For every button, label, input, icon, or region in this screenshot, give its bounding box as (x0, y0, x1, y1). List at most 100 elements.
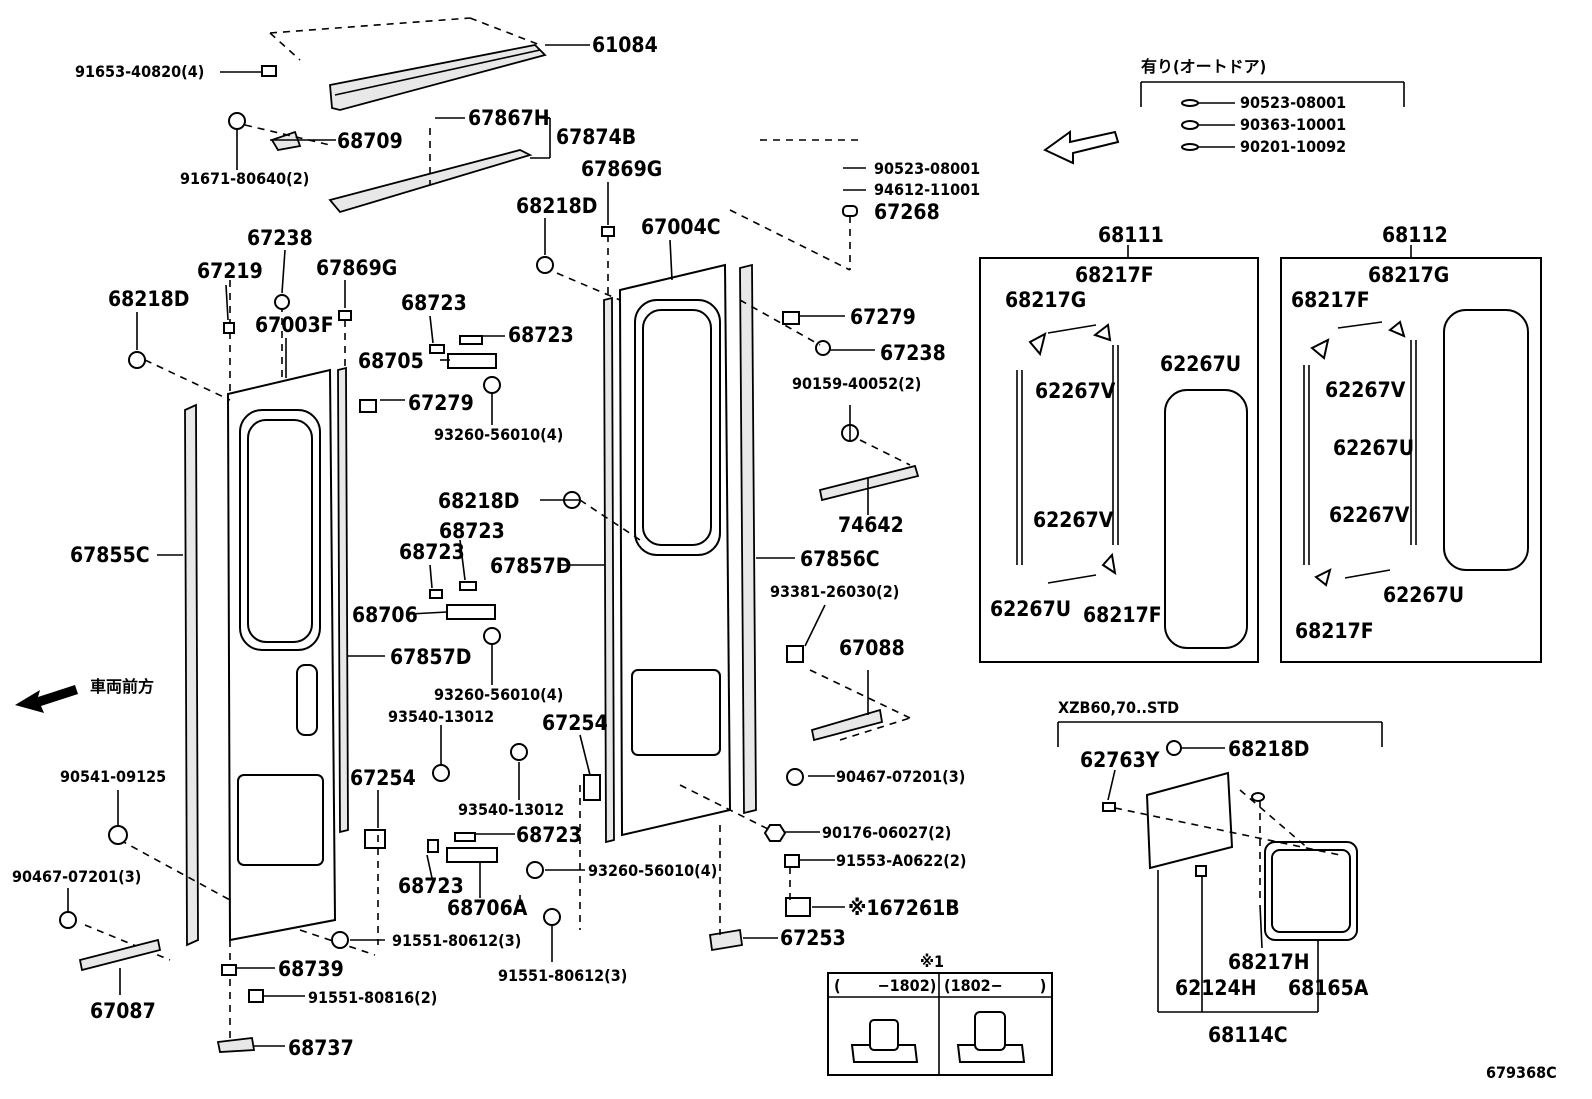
box-68112-l4: 62267V (1329, 503, 1410, 527)
label-67268: 67268 (874, 200, 940, 224)
xzb-l3: 62124H (1175, 976, 1257, 1000)
label-68218D-left: 68218D (108, 287, 189, 311)
label-67856C: 67856C (800, 547, 880, 571)
label-67238-left: 67238 (247, 226, 313, 250)
bracket-67254-right (583, 774, 601, 801)
box-68111-l5: 62267U (990, 597, 1071, 621)
box-68112 (1280, 245, 1542, 663)
box-68112-l5: 62267U (1383, 583, 1464, 607)
label-67004C: 67004C (641, 215, 721, 239)
roller-67238-right (815, 340, 831, 356)
box-68111-l4: 62267V (1033, 508, 1114, 532)
hinge-plate-68706A (446, 847, 498, 863)
label-67867H: 67867H (468, 106, 550, 130)
nut-90176 (763, 824, 787, 842)
label-91551-b: 91551-80612(3) (498, 966, 627, 985)
note-mark: ※1 (920, 952, 944, 971)
label-67857D-left: 67857D (390, 645, 471, 669)
box-68111-title: 68111 (1098, 223, 1164, 247)
xzb-group (1057, 721, 1383, 1013)
roller-67261B (785, 897, 811, 917)
label-68739: 68739 (278, 957, 344, 981)
auto-door-item-1: 90523-08001 (1240, 93, 1346, 112)
weatherstrip-67857D-left (337, 366, 349, 834)
label-67874B: 67874B (556, 125, 636, 149)
label-68723-d: 68723 (399, 540, 465, 564)
box-68112-title: 68112 (1382, 223, 1448, 247)
bolt-93260-a (483, 376, 501, 394)
xzb-l0: 62763Y (1080, 748, 1160, 772)
diagram-id: 679368C (1486, 1063, 1557, 1082)
label-67261B: ※167261B (848, 896, 960, 920)
label-67855C: 67855C (70, 543, 150, 567)
label-68706A: 68706A (447, 896, 528, 920)
middle-door-group (510, 139, 920, 952)
label-90467-right: 90467-07201(3) (836, 767, 965, 786)
label-68723-c: 68723 (439, 519, 505, 543)
label-74642: 74642 (838, 513, 904, 537)
upper-rail-group (220, 17, 590, 214)
label-68705: 68705 (358, 349, 424, 373)
left-handle (296, 664, 318, 736)
label-67254-a: 67254 (542, 711, 608, 735)
box-68112-l2: 62267V (1325, 378, 1406, 402)
label-68709: 68709 (337, 129, 403, 153)
label-93540-a: 93540-13012 (388, 707, 494, 726)
cap-67219 (223, 322, 235, 334)
hinge-plate-68705 (447, 353, 497, 369)
bolt-91551-a (331, 931, 349, 949)
bracket-74642 (818, 464, 920, 502)
panel-68114C (1145, 771, 1234, 870)
box-68112-l1: 68217F (1291, 288, 1370, 312)
label-67003F: 67003F (255, 313, 334, 337)
label-91671: 91671-80640(2) (180, 169, 309, 188)
stud-90541 (108, 825, 128, 845)
auto-door-item-2: 90363-10001 (1240, 115, 1346, 134)
label-90467-left: 90467-07201(3) (12, 867, 141, 886)
hinge-plate-68706 (446, 604, 496, 620)
middle-lower-panel (631, 669, 721, 756)
label-67279-left: 67279 (408, 391, 474, 415)
label-67088: 67088 (839, 636, 905, 660)
clip-68218D-top (536, 256, 554, 274)
label-93260-b: 93260-56010(4) (434, 685, 563, 704)
label-68723-b: 68723 (508, 323, 574, 347)
roller-67238-left (274, 294, 290, 310)
label-90176: 90176-06027(2) (822, 823, 951, 842)
guide-67088 (810, 708, 884, 742)
roller-91671 (228, 112, 246, 130)
cap-67869G-left (338, 310, 352, 321)
clip-68218D-left (128, 351, 146, 369)
label-68706: 68706 (352, 603, 418, 627)
label-67857D-mid: 67857D (490, 554, 571, 578)
bolt-93381 (786, 645, 804, 663)
xzb-l1: 68218D (1228, 737, 1309, 761)
bolt-91551-c (248, 989, 264, 1003)
label-67238-right: 67238 (880, 341, 946, 365)
label-91551-a: 91551-80612(3) (392, 931, 521, 950)
box-68111-l0: 68217F (1075, 263, 1154, 287)
label-67219: 67219 (197, 259, 263, 283)
roller-67253 (708, 928, 744, 952)
bracket-67254-left (364, 829, 386, 849)
auto-door-item-3: 90201-10092 (1240, 137, 1346, 156)
label-67254-b: 67254 (350, 766, 416, 790)
box-68111 (979, 245, 1259, 663)
label-67279-right: 67279 (850, 305, 916, 329)
label-68723-e: 68723 (516, 823, 582, 847)
bolt-90467-right (786, 768, 804, 786)
label-94612: 94612-11001 (874, 180, 980, 199)
label-67253: 67253 (780, 926, 846, 950)
front-arrow-icon (15, 685, 78, 713)
label-68218D-top: 68218D (516, 194, 597, 218)
label-61084: 61084 (592, 33, 658, 57)
label-68737: 68737 (288, 1036, 354, 1060)
label-93260-c: 93260-56010(4) (588, 861, 717, 880)
bolt-91653 (261, 65, 277, 77)
box-68112-l0: 68217G (1368, 263, 1449, 287)
auto-door-heading: 有り(オートドア) (1141, 57, 1266, 76)
box-68112-l3: 62267U (1333, 436, 1414, 460)
washer-67268 (842, 205, 858, 217)
label-91553: 91553-A0622(2) (836, 851, 966, 870)
